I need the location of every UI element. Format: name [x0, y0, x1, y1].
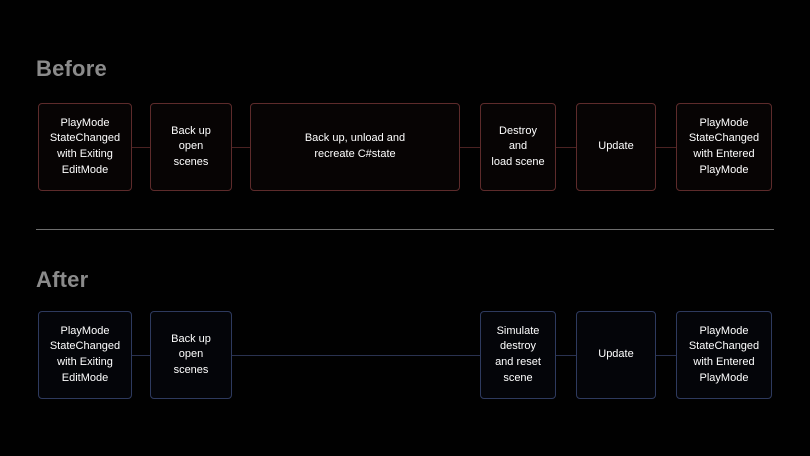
before-node-2[interactable]: Back up open scenes [150, 103, 232, 191]
flow-row-before: PlayMode StateChanged with Exiting EditM… [0, 100, 810, 195]
after-node-4[interactable]: Update [576, 311, 656, 399]
before-node-2-label: Back up open scenes [171, 124, 211, 168]
connector-before-5 [656, 147, 676, 148]
connector-before-3 [460, 147, 480, 148]
after-node-3[interactable]: Simulate destroy and reset scene [480, 311, 556, 399]
after-node-5[interactable]: PlayMode StateChanged with Entered PlayM… [676, 311, 772, 399]
connector-after-3 [556, 355, 576, 356]
after-node-5-label: PlayMode StateChanged with Entered PlayM… [688, 324, 760, 384]
before-node-1-label: PlayMode StateChanged with Exiting EditM… [49, 116, 121, 176]
connector-before-2 [232, 147, 250, 148]
flow-row-after: PlayMode StateChanged with Exiting EditM… [0, 308, 810, 403]
after-node-1-label: PlayMode StateChanged with Exiting EditM… [49, 324, 121, 384]
after-node-2[interactable]: Back up open scenes [150, 311, 232, 399]
before-node-5[interactable]: Update [576, 103, 656, 191]
section-title-after: After [36, 267, 89, 292]
after-node-1[interactable]: PlayMode StateChanged with Exiting EditM… [38, 311, 132, 399]
connector-after-2-long [232, 355, 480, 356]
after-node-2-label: Back up open scenes [171, 332, 211, 376]
before-node-3[interactable]: Back up, unload and recreate C#state [250, 103, 460, 191]
connector-after-1 [122, 355, 150, 356]
connector-before-1 [122, 147, 150, 148]
after-node-4-label: Update [598, 348, 634, 361]
after-node-3-label: Simulate destroy and reset scene [495, 324, 541, 384]
before-node-4-label: Destroy and load scene [491, 124, 545, 168]
connector-after-4 [656, 355, 676, 356]
before-node-6[interactable]: PlayMode StateChanged with Entered PlayM… [676, 103, 772, 191]
before-node-6-label: PlayMode StateChanged with Entered PlayM… [688, 116, 760, 176]
section-divider [36, 229, 774, 230]
connector-before-4 [556, 147, 576, 148]
before-node-1[interactable]: PlayMode StateChanged with Exiting EditM… [38, 103, 132, 191]
before-node-5-label: Update [598, 140, 634, 153]
section-title-before: Before [36, 56, 107, 81]
before-node-3-label: Back up, unload and recreate C#state [304, 132, 406, 160]
before-node-4[interactable]: Destroy and load scene [480, 103, 556, 191]
